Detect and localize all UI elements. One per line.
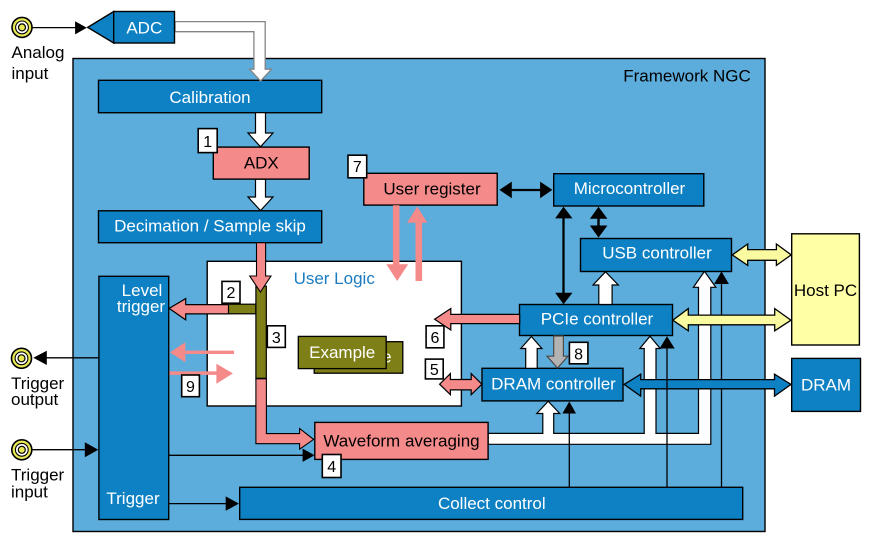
svg-text:Collect control: Collect control	[438, 494, 546, 513]
svg-text:input: input	[12, 64, 49, 83]
svg-text:input: input	[11, 483, 48, 502]
svg-text:PCIe controller: PCIe controller	[541, 310, 654, 329]
svg-text:4: 4	[327, 459, 336, 476]
svg-text:7: 7	[353, 159, 362, 176]
svg-text:Analog: Analog	[12, 43, 65, 62]
svg-text:Calibration: Calibration	[169, 88, 250, 107]
svg-text:Decimation / Sample skip: Decimation / Sample skip	[114, 216, 306, 235]
svg-text:DRAM: DRAM	[801, 376, 851, 395]
svg-text:Microcontroller: Microcontroller	[574, 179, 686, 198]
svg-text:Trigger: Trigger	[11, 374, 65, 393]
svg-text:Example: Example	[309, 343, 375, 362]
svg-text:Host PC: Host PC	[794, 281, 857, 300]
svg-text:9: 9	[186, 379, 195, 396]
svg-text:Trigger: Trigger	[106, 489, 160, 508]
svg-text:6: 6	[431, 330, 440, 347]
svg-text:3: 3	[272, 330, 281, 347]
svg-text:Trigger: Trigger	[11, 466, 65, 485]
svg-text:USB controller: USB controller	[602, 244, 712, 263]
svg-text:1: 1	[203, 134, 212, 151]
svg-text:ADX: ADX	[244, 154, 279, 173]
svg-text:output: output	[11, 390, 59, 409]
svg-text:ADC: ADC	[126, 19, 162, 38]
svg-text:5: 5	[430, 362, 439, 379]
svg-text:User register: User register	[383, 180, 481, 199]
svg-text:Framework NGC: Framework NGC	[623, 67, 751, 86]
svg-text:trigger: trigger	[117, 297, 166, 316]
svg-text:Level: Level	[122, 281, 163, 300]
svg-text:DRAM controller: DRAM controller	[491, 375, 616, 394]
svg-text:2: 2	[227, 285, 236, 302]
svg-text:User Logic: User Logic	[294, 269, 376, 288]
svg-text:Waveform averaging: Waveform averaging	[323, 432, 479, 451]
svg-text:8: 8	[574, 346, 583, 363]
